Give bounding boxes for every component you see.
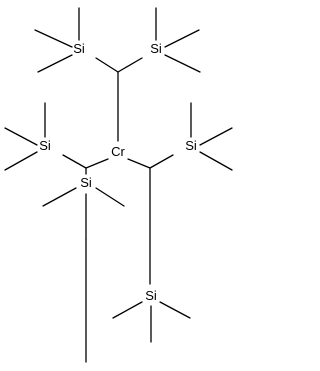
bond-si-mid-right-me-down: [199, 151, 233, 171]
bond-top-ch-si-left: [95, 57, 119, 73]
bond-si-top-right-me-right: [164, 29, 200, 48]
bond-si-mid-left-me-down: [4, 151, 38, 171]
bond-si-mid-right-me-right: [199, 127, 233, 146]
bonds: [4, 7, 233, 363]
bond-ch-left-si-mid-left: [62, 154, 87, 169]
bond-si-bottom-me-right: [159, 301, 191, 319]
atom-si-bottom: Si: [145, 288, 157, 303]
atom-labels: Si Si Cr Si Si Si Si: [39, 41, 197, 303]
atom-cr: Cr: [111, 144, 125, 159]
atom-si-mid-right: Si: [185, 138, 197, 153]
bond-si-lower-left-me-right: [95, 187, 125, 207]
bond-cr-ch-left: [85, 158, 109, 169]
bond-cr-ch-right: [127, 158, 151, 169]
atom-si-top-left: Si: [73, 41, 85, 56]
bond-si-top-left-me-left: [34, 29, 73, 48]
chemical-structure-diagram: Si Si Cr Si Si Si Si: [4, 7, 233, 363]
atom-si-top-right: Si: [150, 41, 162, 56]
bond-ch-right-si-mid-right: [149, 154, 174, 169]
bond-si-top-left-me-down: [37, 54, 73, 73]
bond-si-top-right-me-down: [164, 54, 201, 73]
atom-si-mid-left: Si: [39, 138, 51, 153]
bond-top-ch-si-right: [117, 57, 143, 73]
bond-si-bottom-me-left: [112, 301, 143, 319]
bond-si-lower-left-me-left: [42, 187, 77, 207]
atom-si-lower-left: Si: [80, 175, 92, 190]
bond-si-mid-left-me-left: [4, 127, 38, 146]
